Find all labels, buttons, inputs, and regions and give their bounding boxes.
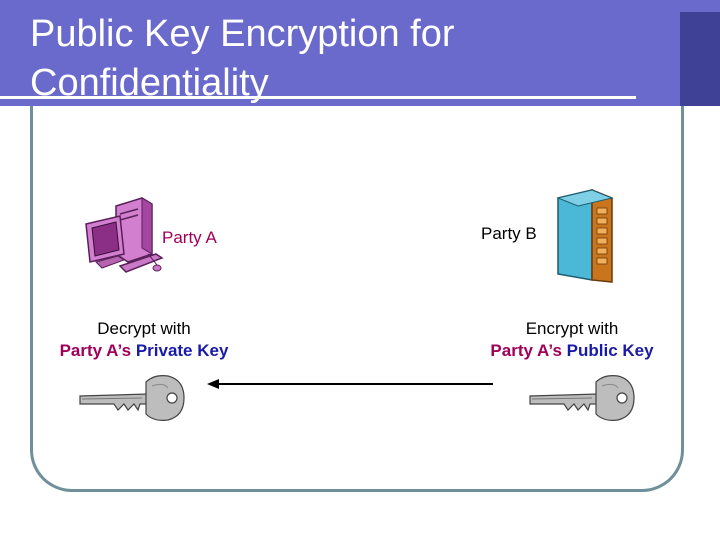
computer-icon (85, 197, 164, 273)
title-bar: Public Key Encryption for Confidentialit… (0, 0, 720, 106)
private-key-label: Private Key (135, 341, 229, 360)
encrypt-label: Encrypt with (525, 319, 619, 338)
party-a-label: Party A (162, 228, 217, 247)
decrypt-label: Decrypt with (97, 319, 191, 338)
slide-title: Public Key Encryption for Confidentialit… (30, 13, 455, 104)
key-owner-b: Party A’s (490, 341, 562, 360)
server-icon (556, 188, 614, 283)
private-key-caption: Party A’s Private Key (30, 340, 258, 362)
title-bar-shade (680, 12, 720, 106)
public-key-icon (529, 375, 635, 421)
key-owner-a: Party A’s (59, 341, 132, 360)
private-key-icon (79, 375, 185, 421)
transfer-arrow (207, 379, 493, 389)
title-underline (0, 96, 636, 99)
party-b-label: Party B (481, 224, 537, 243)
content-frame (30, 106, 684, 492)
public-key-caption: Party A’s Public Key (460, 340, 684, 362)
party-b-caption: Encrypt with Party A’s Public Key (460, 318, 684, 362)
public-key-label: Public Key (566, 341, 654, 360)
party-a-caption: Decrypt with Party A’s Private Key (30, 318, 258, 362)
